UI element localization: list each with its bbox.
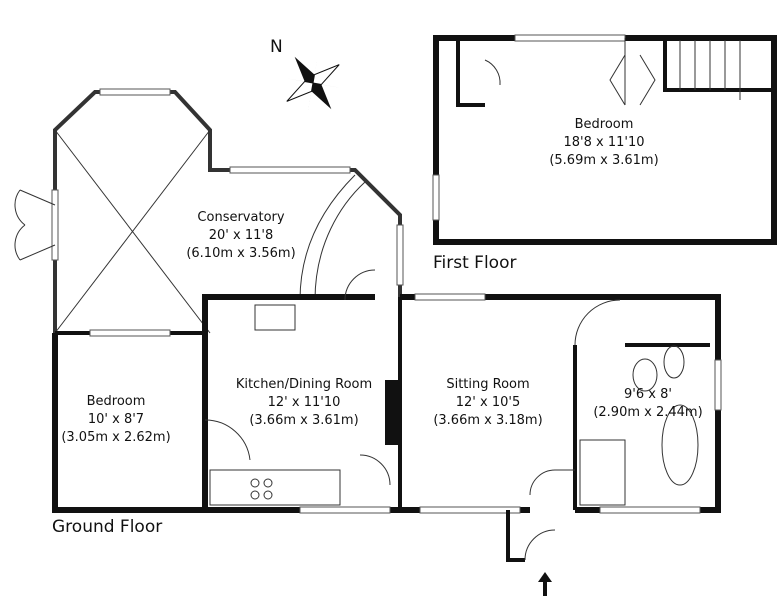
room-first-bedroom: Bedroom 18'8 x 11'10 (5.69m x 3.61m): [549, 117, 658, 168]
svg-text:18'8 x 11'10: 18'8 x 11'10: [563, 135, 644, 150]
room-bathroom: 9'6 x 8' (2.90m x 2.44m): [593, 387, 702, 420]
room-sitting: Sitting Room 12' x 10'5 (3.66m x 3.18m): [433, 377, 542, 428]
svg-text:(6.10m x 3.56m): (6.10m x 3.56m): [186, 246, 295, 261]
svg-text:Conservatory: Conservatory: [197, 210, 284, 225]
room-kitchen-dining: Kitchen/Dining Room 12' x 11'10 (3.66m x…: [236, 377, 372, 428]
svg-text:(5.69m x 3.61m): (5.69m x 3.61m): [549, 153, 658, 168]
svg-text:(3.05m x 2.62m): (3.05m x 2.62m): [61, 430, 170, 445]
svg-text:12' x 11'10: 12' x 11'10: [268, 395, 341, 410]
svg-text:(2.90m x 2.44m): (2.90m x 2.44m): [593, 405, 702, 420]
svg-text:(3.66m x 3.61m): (3.66m x 3.61m): [249, 413, 358, 428]
svg-text:Bedroom: Bedroom: [575, 117, 634, 132]
svg-text:9'6 x 8': 9'6 x 8': [624, 387, 672, 402]
svg-text:10' x 8'7: 10' x 8'7: [88, 412, 144, 427]
svg-text:Bedroom: Bedroom: [87, 394, 146, 409]
first-floor-label: First Floor: [433, 253, 516, 273]
compass-icon: [285, 55, 341, 111]
room-ground-bedroom: Bedroom 10' x 8'7 (3.05m x 2.62m): [61, 394, 170, 445]
compass-north-label: N: [270, 37, 283, 57]
room-conservatory: Conservatory 20' x 11'8 (6.10m x 3.56m): [186, 210, 295, 261]
svg-text:12' x 10'5: 12' x 10'5: [456, 395, 520, 410]
first-floor-plan: [432, 34, 777, 245]
ground-floor-plan: [14, 88, 722, 596]
svg-text:20' x 11'8: 20' x 11'8: [209, 228, 273, 243]
svg-text:(3.66m x 3.18m): (3.66m x 3.18m): [433, 413, 542, 428]
svg-text:Sitting Room: Sitting Room: [446, 377, 529, 392]
ground-floor-label: Ground Floor: [52, 517, 162, 537]
svg-text:Kitchen/Dining Room: Kitchen/Dining Room: [236, 377, 372, 392]
